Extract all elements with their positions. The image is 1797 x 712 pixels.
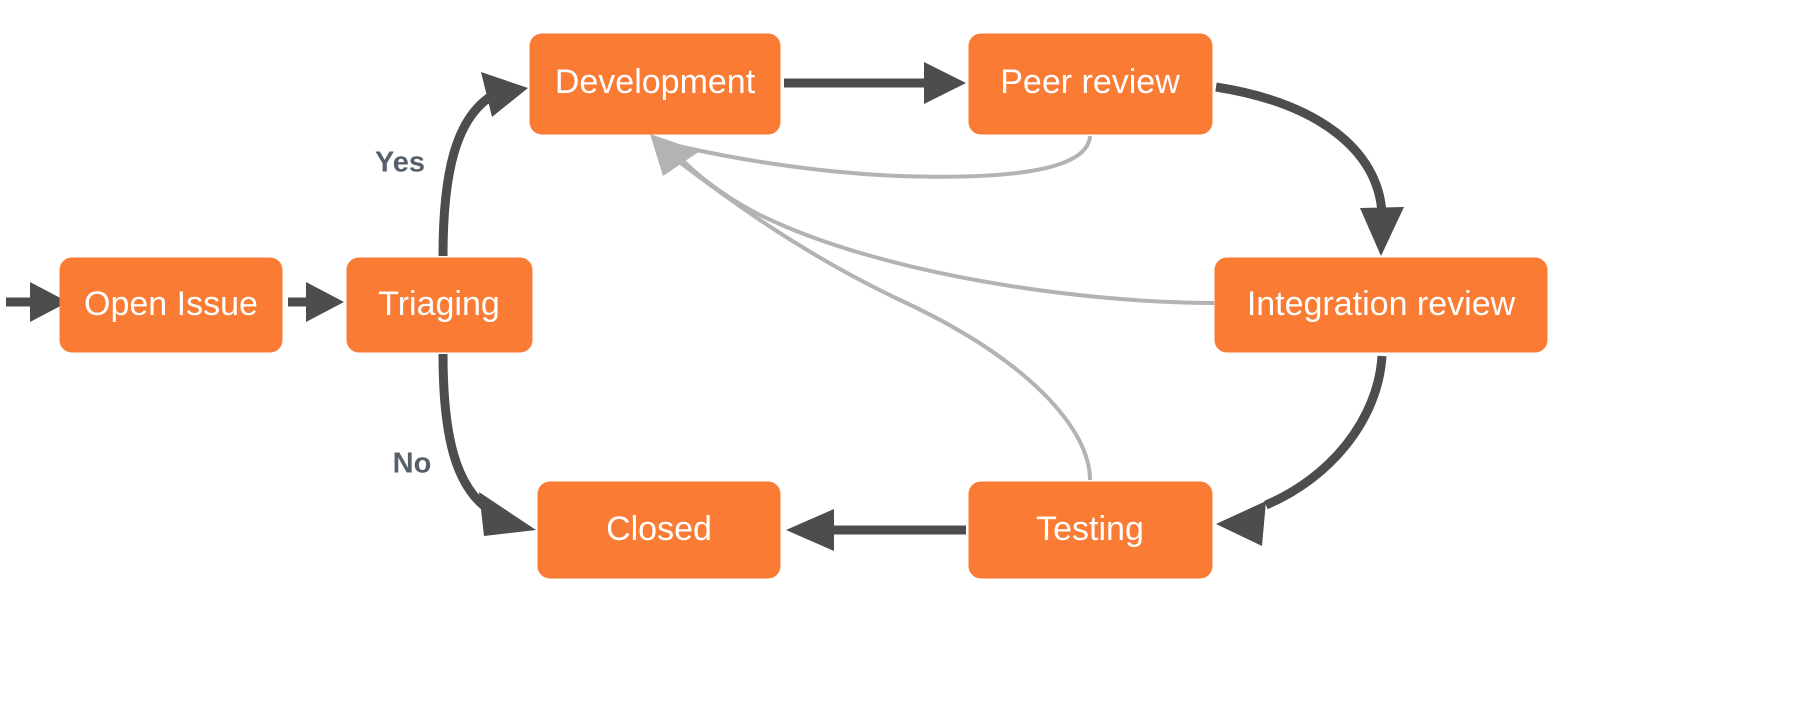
node-testing-rect[interactable]: [968, 481, 1213, 579]
node-peer-review[interactable]: Peer review: [968, 33, 1213, 135]
node-open-issue-rect[interactable]: [59, 257, 283, 353]
edge-label-no: No: [393, 448, 432, 480]
node-closed-rect[interactable]: [537, 481, 781, 579]
edge-triaging-to-development: [438, 72, 528, 257]
node-development[interactable]: Development: [529, 33, 781, 135]
arrowhead-feedback-to-development: [650, 134, 700, 176]
node-testing[interactable]: Testing: [968, 481, 1213, 579]
arrowhead-testing-to-closed: [786, 509, 834, 551]
edge-start-to-open-issue: [6, 282, 68, 322]
arrowhead-integration-review-to-testing: [1216, 501, 1266, 546]
node-integration-review-rect[interactable]: [1214, 257, 1548, 353]
arrowhead-development-to-peer-review: [924, 62, 966, 104]
node-triaging[interactable]: Triaging: [346, 257, 533, 353]
node-integration-review[interactable]: Integration review: [1214, 257, 1548, 353]
edge-label-yes: Yes: [375, 147, 425, 179]
arrowhead-start: [30, 282, 68, 322]
edge-testing-to-development: [664, 150, 1092, 481]
node-development-rect[interactable]: [529, 33, 781, 135]
edge-triaging-to-closed: [438, 353, 536, 536]
arrowhead-open-issue-to-triaging: [306, 282, 344, 322]
arrowhead-triaging-to-development: [481, 72, 528, 117]
arrowhead-peer-review-to-integration-review: [1360, 207, 1404, 256]
node-peer-review-rect[interactable]: [968, 33, 1213, 135]
edge-peer-review-to-development: [677, 135, 1092, 179]
node-open-issue[interactable]: Open Issue: [59, 257, 283, 353]
edge-testing-to-closed: [786, 509, 966, 551]
edge-integration-review-to-development: [670, 148, 1215, 305]
node-closed[interactable]: Closed: [537, 481, 781, 579]
arrowhead-triaging-to-closed: [479, 492, 536, 536]
node-triaging-rect[interactable]: [346, 257, 533, 353]
edge-integration-review-to-testing: [1216, 355, 1387, 546]
edge-open-issue-to-triaging: [288, 282, 344, 322]
edge-peer-review-to-integration-review: [1215, 82, 1404, 256]
edge-development-to-peer-review: [784, 62, 966, 104]
